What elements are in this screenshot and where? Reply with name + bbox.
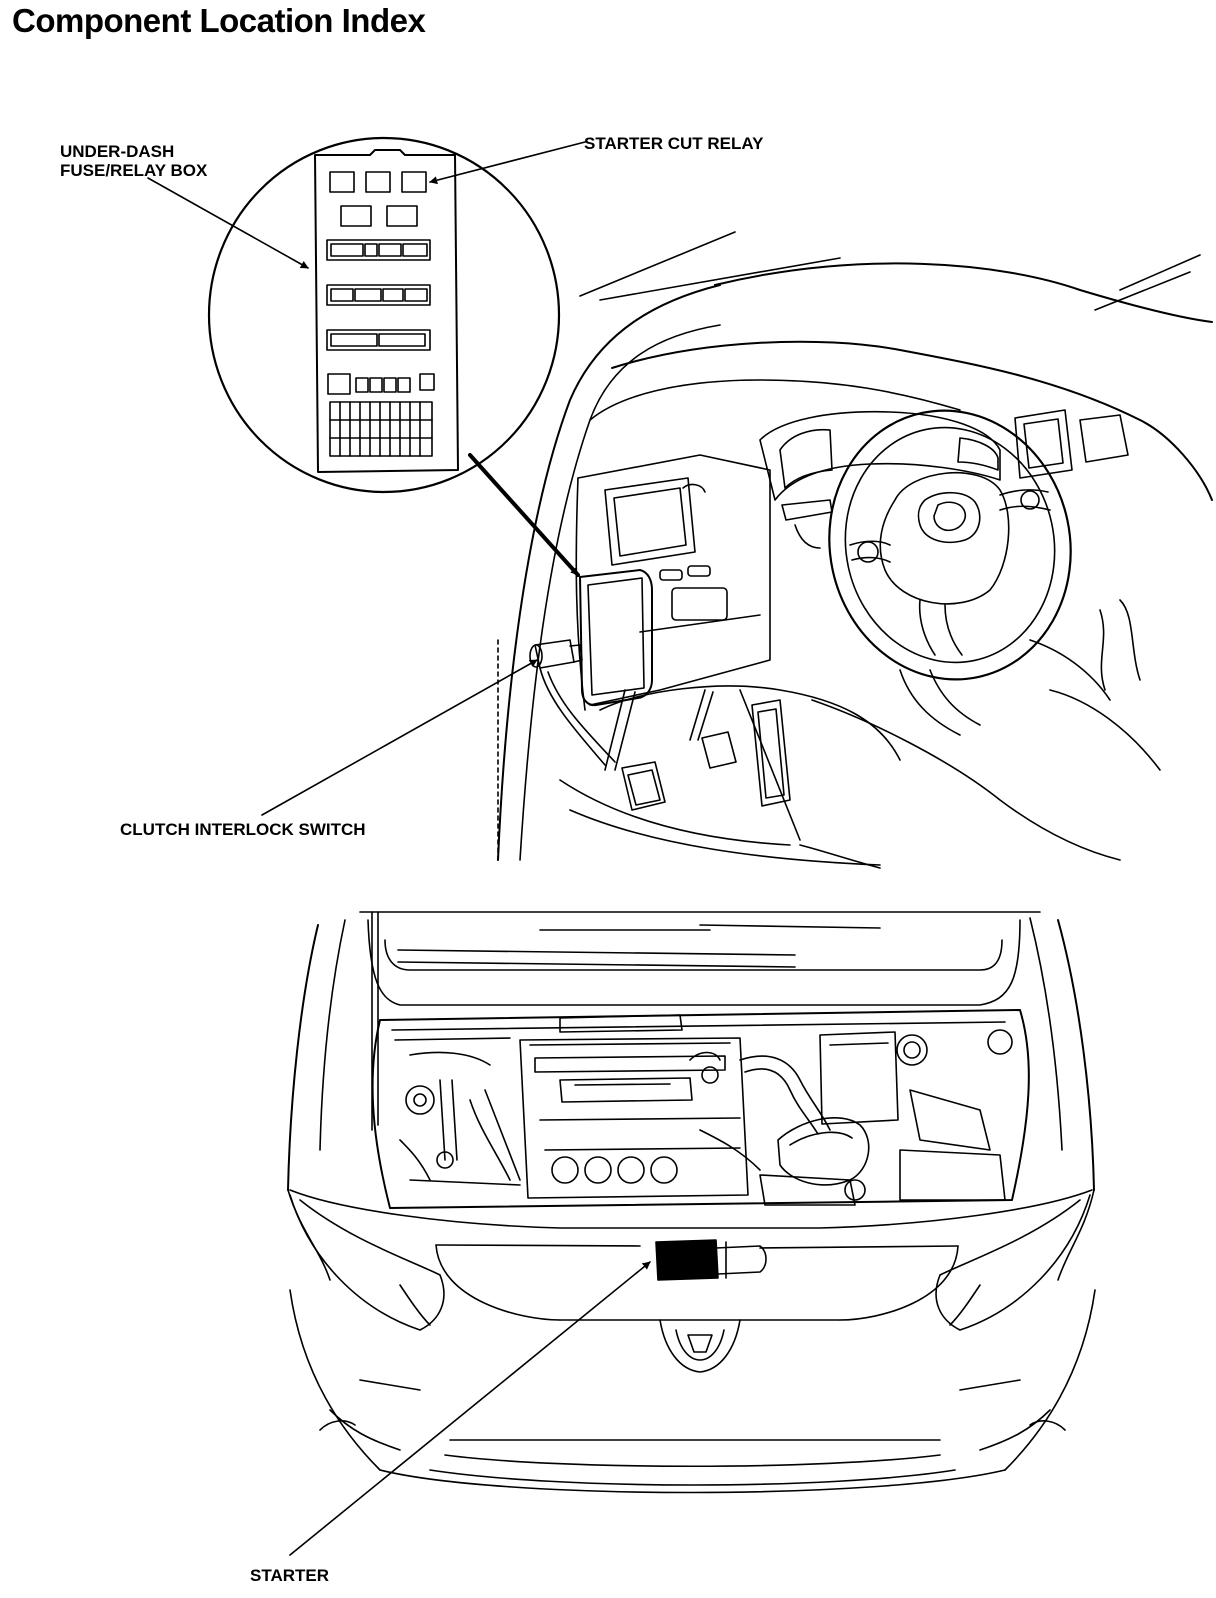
starter-label: STARTER — [250, 1566, 330, 1585]
fuse-relay-box-label-line2: FUSE/RELAY BOX — [60, 161, 208, 180]
fuse-strip — [327, 240, 430, 260]
mini-fuse-grid — [330, 402, 432, 456]
fuse-strip — [327, 285, 430, 305]
clutch-interlock-switch-label: CLUTCH INTERLOCK SWITCH — [120, 820, 366, 839]
fuse-strip — [327, 330, 430, 350]
fuse-relay-box-inset — [209, 138, 559, 492]
engine-bay-illustration — [288, 912, 1095, 1493]
fuse-relay-box-label-line1: UNDER-DASH — [60, 142, 175, 161]
starter-drawing — [656, 1240, 766, 1280]
dashboard-interior-illustration — [498, 232, 1212, 868]
starter-cut-relay-label: STARTER CUT RELAY — [584, 134, 764, 153]
page-title: Component Location Index — [12, 2, 426, 39]
fuse-relay-box-label: UNDER-DASH FUSE/RELAY BOX — [60, 142, 207, 180]
starter-cut-relay-marker — [402, 172, 426, 192]
